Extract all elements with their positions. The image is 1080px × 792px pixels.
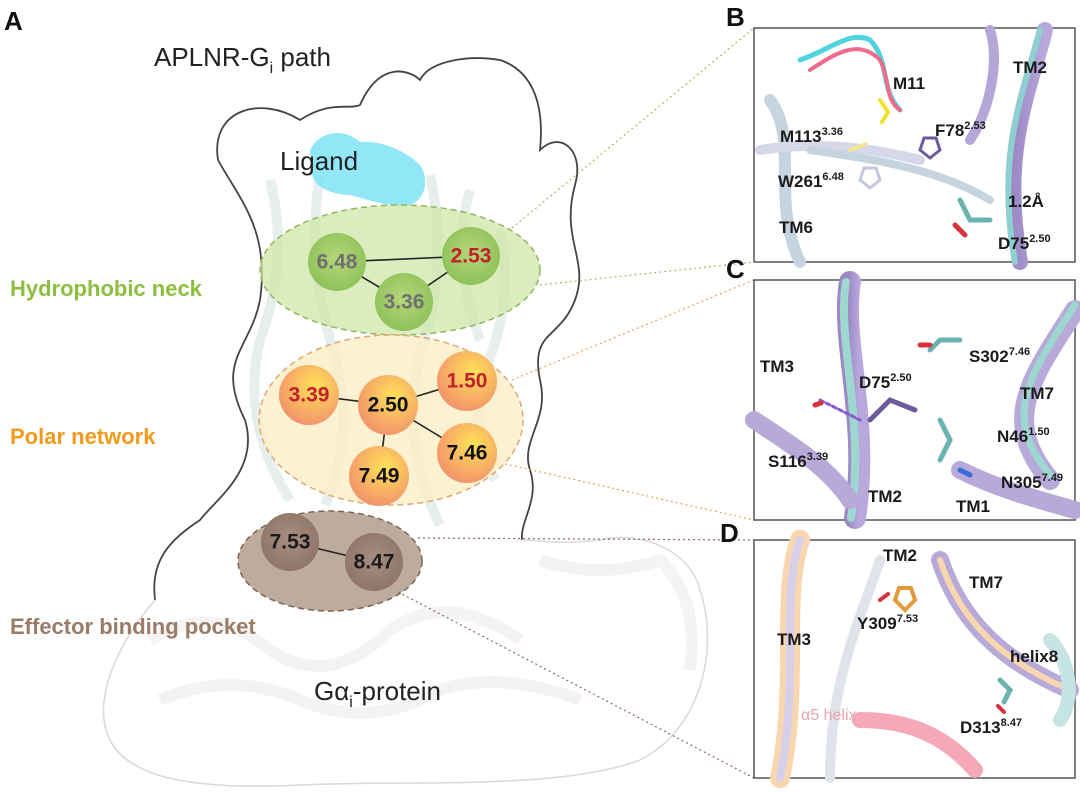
b-label-w261: W2616.48 [778,171,844,191]
node-2-50: 2.50 [358,375,418,435]
svg-text:8.47: 8.47 [354,551,395,574]
panel-c: TM3 S3027.46 D752.50 TM7 N461.50 S1163.3… [745,271,1080,529]
pathway-title: APLNR-Gi path [154,42,331,77]
node-3-36: 3.36 [375,273,433,331]
svg-text:7.46: 7.46 [447,442,488,465]
d-label-helix8: helix8 [1010,647,1058,666]
d-label-tm2: TM2 [883,546,917,565]
d-label-a5-helix: α5 helix [801,707,857,724]
gprotein-label: Gαi-protein [314,676,441,711]
hydrophobic-neck-label: Hydrophobic neck [10,276,203,301]
panel-c-letter: C [726,254,745,284]
panel-a-letter: A [4,6,23,36]
effector-pocket-label: Effector binding pocket [10,614,256,639]
d-label-tm3: TM3 [777,630,811,649]
c-label-n305: N3057.49 [1001,472,1063,492]
c-label-n46: N461.50 [997,426,1050,446]
svg-text:2.50: 2.50 [368,394,409,417]
svg-text:7.49: 7.49 [359,465,400,488]
b-label-m113: M1133.36 [780,126,843,146]
svg-text:3.36: 3.36 [384,291,425,314]
node-7-46: 7.46 [437,423,497,483]
node-7-49: 7.49 [349,446,409,506]
c-label-s116: S1163.39 [768,451,828,471]
b-label-f78: F782.53 [935,120,986,140]
ligand-label: Ligand [280,146,358,176]
d-label-y309: Y3097.53 [857,613,918,633]
b-label-distance: 1.2Å [1008,192,1044,211]
polar-network-label: Polar network [10,424,156,449]
gprotein-cartoon [146,553,698,719]
c-label-s302: S3027.46 [969,346,1030,366]
svg-text:3.39: 3.39 [289,384,330,407]
panel-b-letter: B [726,2,745,32]
node-7-53: 7.53 [261,513,319,571]
node-1-50: 1.50 [437,351,497,411]
node-6-48: 6.48 [308,233,366,291]
node-8-47: 8.47 [345,533,403,591]
c-label-tm2: TM2 [868,487,902,506]
receptor-outline [153,57,581,601]
b-label-tm2: TM2 [1013,58,1047,77]
panel-d-letter: D [720,518,739,548]
d-label-d313: D3138.47 [960,717,1022,737]
c-label-tm7: TM7 [1020,384,1054,403]
node-3-39: 3.39 [279,365,339,425]
panel-d: TM2 TM7 TM3 Y3097.53 helix8 α5 helix D31… [753,530,1079,788]
connector-lines [397,27,755,779]
c-label-tm1: TM1 [956,497,990,516]
svg-text:2.53: 2.53 [451,245,492,268]
panel-a: A APLNR-Gi path Ligand [4,6,709,787]
b-label-m11: M11 [893,74,925,93]
d-label-tm7: TM7 [969,573,1003,592]
c-label-tm3: TM3 [760,357,794,376]
node-2-53: 2.53 [442,227,500,285]
b-label-tm6: TM6 [779,218,813,237]
c-label-d75: D752.50 [859,372,912,392]
svg-text:7.53: 7.53 [270,531,311,554]
b-label-d75: D752.50 [998,233,1051,253]
ligand-shape [310,132,426,206]
svg-text:1.50: 1.50 [447,370,488,393]
panel-b: M11 TM2 M1133.36 F782.53 W2616.48 1.2Å T… [753,22,1076,270]
svg-text:6.48: 6.48 [317,251,358,274]
